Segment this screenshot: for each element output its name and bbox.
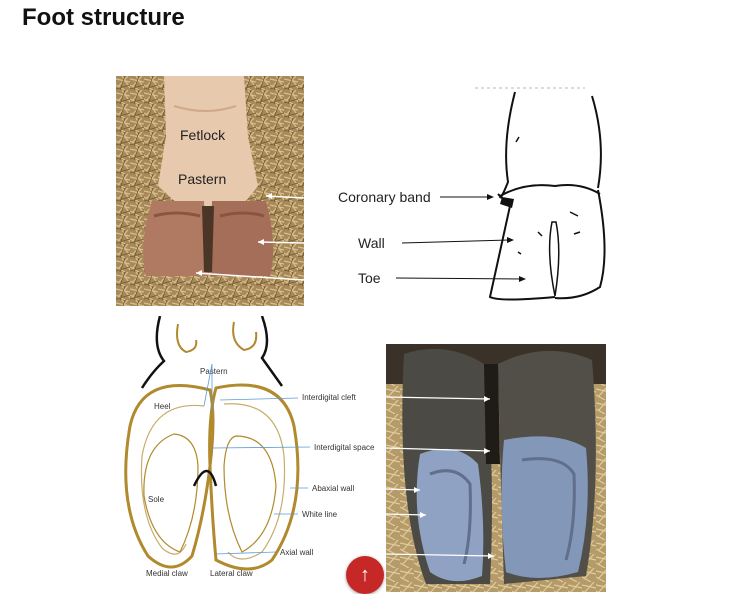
sole-diagram: Pastern Heel Sole Interdigital cleft Int… xyxy=(124,316,375,578)
label-sole: Sole xyxy=(148,495,165,504)
label-toe: Toe xyxy=(358,270,381,286)
label-white-line: White line xyxy=(302,510,338,519)
page-title: Foot structure xyxy=(22,4,185,31)
hoof-photo-front: Fetlock Pastern xyxy=(116,76,304,306)
label-lateral-claw: Lateral claw xyxy=(210,569,253,578)
hoof-diagram-side: Coronary band Wall Toe xyxy=(338,87,606,301)
label-fetlock: Fetlock xyxy=(180,127,226,143)
label-interdigital-cleft: Interdigital cleft xyxy=(302,393,357,402)
label-heel: Heel xyxy=(154,402,171,411)
label-wall: Wall xyxy=(358,235,385,251)
label-pastern-photo: Pastern xyxy=(178,171,226,187)
arrow-up-icon: ↑ xyxy=(360,564,370,586)
label-abaxial-wall: Abaxial wall xyxy=(312,484,354,493)
label-pastern: Pastern xyxy=(200,367,228,376)
label-coronary-band: Coronary band xyxy=(338,189,431,205)
hoof-photo-sole xyxy=(386,344,606,592)
label-interdigital-space: Interdigital space xyxy=(314,443,375,452)
label-medial-claw: Medial claw xyxy=(146,569,188,578)
label-axial-wall: Axial wall xyxy=(280,548,314,557)
scroll-to-top-button[interactable]: ↑ xyxy=(346,556,384,594)
